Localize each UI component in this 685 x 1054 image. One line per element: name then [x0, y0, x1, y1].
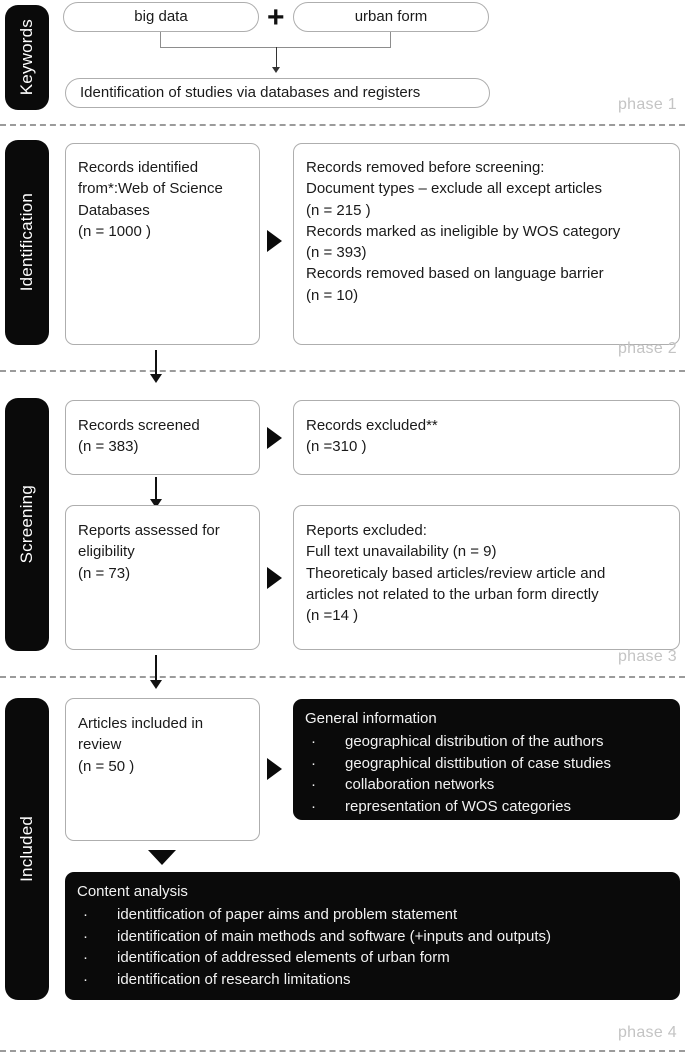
list-item: · identification of research limitations — [77, 969, 668, 991]
identification-source-bar-label: Identification of studies via databases … — [80, 84, 421, 102]
content-analysis-heading: Content analysis — [77, 883, 188, 900]
records-identified-line-1: Records identified — [78, 159, 199, 176]
general-information-list: · geographical distribution of the autho… — [305, 731, 668, 818]
bullet-glyph: · — [311, 754, 316, 772]
arrow-to-reports-excluded — [267, 567, 282, 589]
phase-separator-1 — [0, 124, 685, 126]
identification-source-bar: Identification of studies via databases … — [65, 78, 490, 108]
general-information-heading: General information — [305, 710, 437, 727]
connector-horizontal — [160, 47, 391, 48]
connector-left-vertical — [160, 32, 161, 47]
content-analysis-item-2: identification of main methods and softw… — [117, 927, 552, 945]
bullet-glyph: · — [311, 776, 316, 794]
box-records-excluded: Records excluded** (n =310 ) — [293, 400, 680, 475]
keyword-box-urban-form: urban form — [293, 2, 489, 32]
list-item: · identification of main methods and sof… — [77, 926, 668, 948]
records-excluded-label: Records excluded** — [306, 417, 438, 434]
general-information-item-1: geographical distribution of the authors — [345, 732, 604, 750]
keyword-box-big-data: big data — [63, 2, 259, 32]
sidebar-tab-keywords: Keywords — [5, 5, 49, 110]
records-removed-count-3: (n = 10) — [306, 286, 359, 304]
phase-label-4: phase 4 — [617, 1024, 677, 1041]
sidebar-tab-included: Included — [5, 698, 49, 1000]
reports-assessed-line-1: Reports assessed for — [78, 522, 220, 539]
arrow-to-records-removed — [267, 230, 282, 252]
list-item: · identification of addressed elements o… — [77, 947, 668, 969]
arrow-to-records-excluded — [267, 427, 282, 449]
records-identified-line-3: Databases — [78, 201, 150, 219]
phase-separator-3 — [0, 676, 685, 678]
reports-excluded-line-2: Full text unavailability (n = 9) — [306, 543, 497, 561]
arrow-included-to-content-analysis — [148, 850, 176, 865]
sidebar-tab-screening-label: Screening — [17, 485, 36, 564]
keyword-urban-form-label: urban form — [354, 8, 428, 26]
records-excluded-count: (n =310 ) — [306, 438, 367, 456]
phase-separator-2 — [0, 370, 685, 372]
records-removed-line-3: Records marked as ineligible by WOS cate… — [306, 222, 621, 240]
content-analysis-item-4: identification of research limitations — [117, 971, 351, 988]
list-item: · identitfication of paper aims and prob… — [77, 904, 668, 926]
sidebar-tab-keywords-label: Keywords — [17, 19, 36, 96]
articles-included-count: (n = 50 ) — [78, 757, 135, 775]
records-identified-count: (n = 1000 ) — [78, 222, 151, 240]
bullet-glyph: · — [83, 905, 88, 923]
phase-separator-4 — [0, 1050, 685, 1052]
reports-excluded-line-4: articles not related to the urban form d… — [306, 585, 599, 603]
reports-excluded-line-1: Reports excluded: — [306, 522, 427, 539]
records-screened-label: Records screened — [78, 417, 200, 434]
records-removed-count-2: (n = 393) — [306, 244, 367, 262]
bullet-glyph: · — [311, 732, 316, 750]
box-reports-excluded: Reports excluded: Full text unavailabili… — [293, 505, 680, 650]
bullet-glyph: · — [83, 971, 88, 988]
plus-operator: + — [267, 1, 285, 34]
reports-assessed-count: (n = 73) — [78, 564, 131, 582]
general-information-item-2: geographical disttibution of case studie… — [345, 754, 612, 772]
reports-excluded-count: (n =14 ) — [306, 607, 359, 625]
phase-label-3: phase 3 — [617, 648, 677, 665]
content-analysis-list: · identitfication of paper aims and prob… — [77, 904, 668, 991]
reports-assessed-line-2: eligibility — [78, 543, 135, 561]
box-records-identified: Records identified from*:Web of Science … — [65, 143, 260, 345]
general-information-item-3: collaboration networks — [345, 776, 495, 794]
content-analysis-item-1: identitfication of paper aims and proble… — [117, 905, 458, 923]
records-removed-line-4: Records removed based on language barrie… — [306, 265, 604, 283]
reports-excluded-line-3: Theoreticaly based articles/review artic… — [306, 564, 606, 582]
phase-label-1: phase 1 — [617, 96, 677, 113]
list-item: · collaboration networks — [305, 774, 668, 796]
list-item: · geographical distribution of the autho… — [305, 731, 668, 753]
list-item: · geographical disttibution of case stud… — [305, 753, 668, 775]
sidebar-tab-identification-label: Identification — [17, 193, 36, 292]
list-item: · representation of WOS categories — [305, 796, 668, 818]
sidebar-tab-screening: Screening — [5, 398, 49, 651]
content-analysis-item-3: identification of addressed elements of … — [117, 949, 450, 967]
box-content-analysis: Content analysis · identitfication of pa… — [65, 872, 680, 1000]
articles-included-line-2: review — [78, 736, 122, 754]
phase-label-2: phase 2 — [617, 340, 677, 357]
records-identified-line-2: from*:Web of Science — [78, 180, 223, 198]
bullet-glyph: · — [311, 798, 316, 815]
records-removed-line-1: Records removed before screening: — [306, 159, 545, 176]
sidebar-tab-identification: Identification — [5, 140, 49, 345]
box-records-screened: Records screened (n = 383) — [65, 400, 260, 475]
keyword-big-data-label: big data — [134, 8, 188, 26]
arrow-to-general-information — [267, 758, 282, 780]
bullet-glyph: · — [83, 927, 88, 945]
records-removed-line-2: Document types – exclude all except arti… — [306, 180, 602, 198]
box-general-information: General information · geographical distr… — [293, 699, 680, 820]
records-screened-count: (n = 383) — [78, 438, 139, 456]
connector-right-vertical — [390, 32, 391, 47]
box-articles-included: Articles included in review (n = 50 ) — [65, 698, 260, 841]
general-information-item-4: representation of WOS categories — [345, 798, 571, 815]
box-reports-assessed: Reports assessed for eligibility (n = 73… — [65, 505, 260, 650]
sidebar-tab-included-label: Included — [17, 816, 36, 882]
records-removed-count-1: (n = 215 ) — [306, 201, 371, 219]
box-records-removed: Records removed before screening: Docume… — [293, 143, 680, 345]
articles-included-line-1: Articles included in — [78, 715, 204, 732]
bullet-glyph: · — [83, 949, 88, 967]
